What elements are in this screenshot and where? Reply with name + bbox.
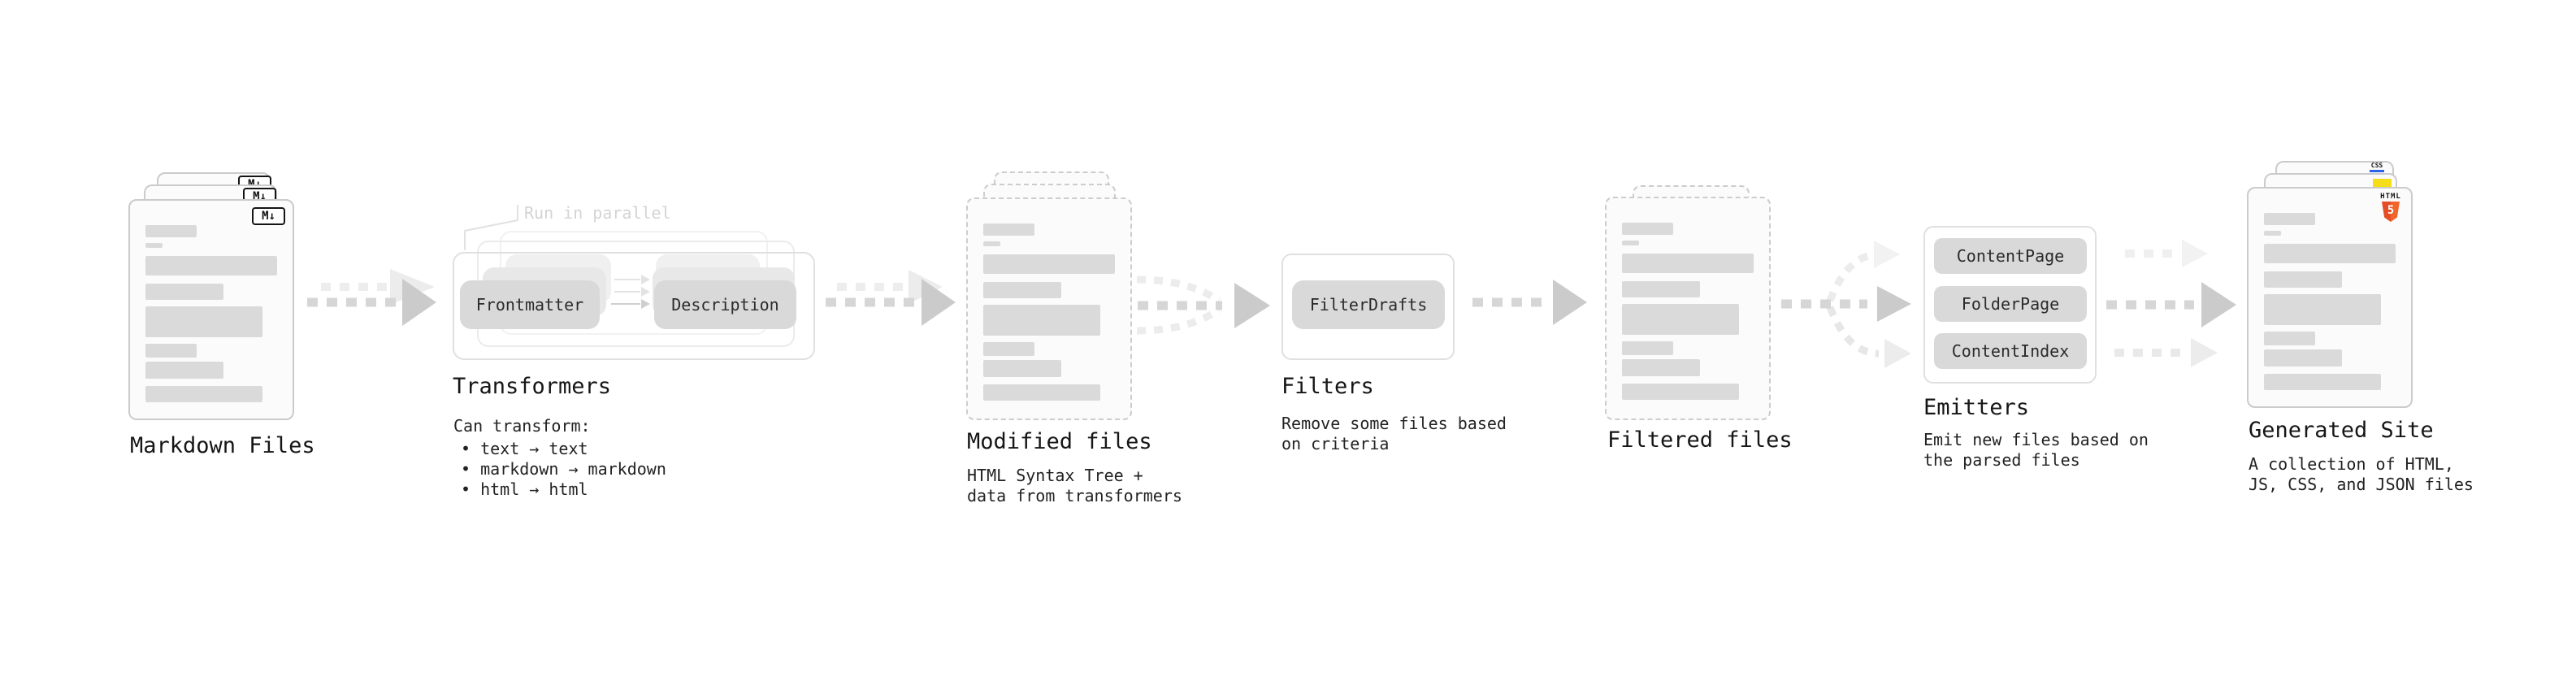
- emitter-pill-contentindex: ContentIndex: [1934, 333, 2087, 369]
- transformer-layer-front: [453, 252, 815, 360]
- document-skeleton: [1622, 223, 1754, 400]
- stage-title: Filters: [1281, 374, 1374, 399]
- document-skeleton: [2264, 213, 2396, 390]
- document-card-front: [1605, 197, 1771, 420]
- filter-pill-filterdrafts: FilterDrafts: [1292, 280, 1445, 329]
- arrow-filtered-to-emitters: [1781, 241, 1911, 368]
- document-card-front: M↓: [128, 199, 294, 420]
- transform-bullet: • markdown → markdown: [461, 459, 666, 479]
- javascript-icon: [2373, 179, 2392, 188]
- html5-icon: HTML 5: [2379, 193, 2403, 222]
- stage-description: Emit new files based on the parsed files: [1923, 430, 2149, 470]
- document-skeleton: [145, 225, 277, 402]
- html5-icon-shield: 5: [2382, 202, 2400, 222]
- transform-bullet: • text → text: [461, 439, 588, 458]
- stage-description: HTML Syntax Tree + data from transformer…: [967, 466, 1182, 505]
- arrow-markdown-to-transformers: [307, 269, 436, 326]
- transform-bullet: • html → html: [461, 479, 588, 499]
- arrow-transformers-to-modified: [826, 270, 956, 326]
- arrow-modified-to-filters: [1136, 275, 1270, 335]
- emitter-pill-folderpage: FolderPage: [1934, 286, 2087, 322]
- stage-title: Transformers: [453, 374, 612, 399]
- stage-title: Emitters: [1923, 395, 2030, 420]
- transformer-pill-description: Description: [654, 280, 796, 329]
- css-icon-bar: [2370, 170, 2384, 172]
- emitter-pill-contentpage: ContentPage: [1934, 238, 2087, 274]
- markdown-icon: M↓: [252, 207, 285, 225]
- filters-box: [1281, 254, 1455, 360]
- transformer-pill-frontmatter: Frontmatter: [460, 280, 600, 329]
- arrow-filters-to-filtered: [1472, 280, 1587, 325]
- document-skeleton: [983, 223, 1115, 401]
- stage-title: Modified files: [967, 429, 1152, 454]
- stage-title: Generated Site: [2249, 418, 2434, 443]
- stage-title: Filtered files: [1607, 427, 1793, 453]
- arrow-emitters-to-generated: [2106, 240, 2236, 367]
- stage-title: Markdown Files: [130, 433, 315, 458]
- css-icon-label: CSS: [2370, 162, 2383, 169]
- css-icon: CSS: [2369, 163, 2385, 172]
- html5-icon-label: HTML: [2380, 193, 2401, 201]
- stage-description: Can transform:: [453, 416, 591, 436]
- emitters-box: [1923, 226, 2097, 384]
- document-card-front: [966, 197, 1132, 420]
- stage-description: Remove some files based on criteria: [1281, 414, 1507, 453]
- document-card-front: HTML 5: [2247, 187, 2413, 408]
- run-in-parallel-label: Run in parallel: [524, 203, 671, 223]
- stage-description: A collection of HTML, JS, CSS, and JSON …: [2249, 454, 2474, 494]
